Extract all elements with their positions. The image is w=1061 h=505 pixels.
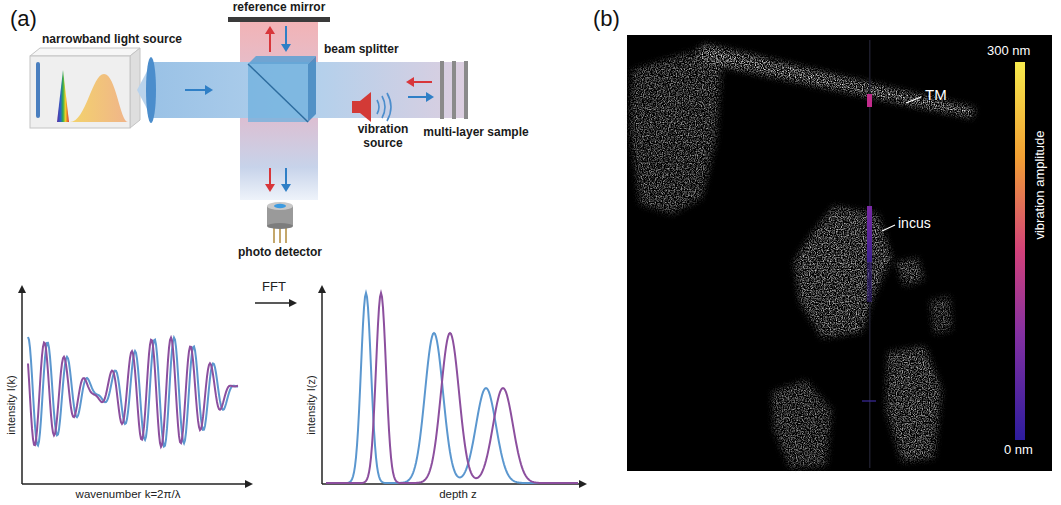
tissue-speckle-part — [696, 44, 975, 118]
fft-label: FFT — [262, 280, 286, 295]
light-beam — [137, 22, 468, 200]
speaker-icon — [352, 92, 391, 122]
component-label: vibration source — [348, 123, 418, 151]
leader-line-part — [882, 225, 895, 231]
panel-letter: (a) — [10, 6, 37, 31]
tissue-speckle-part — [896, 258, 924, 286]
axis-label: intensity I(k) — [5, 375, 18, 434]
oct-image — [627, 35, 1052, 471]
light-source — [30, 48, 140, 128]
direction-arrow-part — [281, 44, 291, 52]
tissue-speckle-part — [886, 346, 942, 462]
vibration-trace-part — [862, 400, 876, 402]
direction-arrow-part — [269, 34, 271, 52]
photo-detector — [267, 202, 293, 243]
vibration-trace-part — [867, 262, 872, 302]
light-source-part — [70, 74, 128, 122]
direction-arrow-part — [269, 168, 271, 184]
depth-profile — [326, 293, 578, 483]
axis-label: wavenumber k=2π/λ — [76, 488, 181, 501]
graph-axis — [318, 285, 587, 488]
reference-mirror — [228, 17, 330, 22]
light-source-part — [30, 48, 140, 56]
beam-splitter-part — [248, 56, 316, 64]
light-source-part — [57, 70, 69, 122]
direction-arrow-part — [406, 77, 414, 87]
vibration-trace-part — [867, 206, 872, 262]
component-label: multi-layer sample — [423, 126, 528, 140]
direction-arrow-part — [265, 184, 275, 192]
speaker-icon-part — [387, 93, 391, 121]
tissue-speckle-part — [630, 52, 722, 214]
direction-arrow-part — [265, 26, 275, 34]
panel-letter: (b) — [593, 6, 620, 31]
sample-layer-part — [464, 61, 468, 119]
graph-axis-part — [22, 483, 246, 485]
tissue-speckle-part — [794, 206, 892, 338]
component-label: narrowband light source — [42, 33, 182, 47]
lens — [146, 57, 156, 123]
sample-layer-part — [452, 61, 456, 119]
graph-axis-part — [245, 480, 253, 488]
speaker-icon-part — [360, 92, 371, 122]
light-beam-part — [240, 118, 318, 200]
photo-detector-part — [267, 223, 293, 229]
fft-arrow — [255, 299, 297, 307]
component-label: beam splitter — [324, 43, 399, 57]
direction-arrow — [185, 26, 434, 192]
sample-layer-part — [440, 61, 444, 119]
direction-arrow-part — [426, 92, 434, 102]
light-source-part — [36, 62, 40, 118]
direction-arrow-part — [205, 85, 213, 95]
beam-splitter-part — [308, 56, 316, 122]
tissue-speckle — [630, 44, 975, 468]
axis-label: intensity I(z) — [305, 375, 318, 434]
vibration-trace — [862, 40, 876, 468]
direction-arrow-part — [414, 81, 432, 83]
direction-arrow-part — [285, 168, 287, 184]
leader-line-part — [906, 97, 921, 103]
direction-arrow-part — [281, 184, 291, 192]
direction-arrow-part — [408, 96, 426, 98]
graph-axis-part — [579, 480, 587, 488]
graph-axis-part — [18, 285, 26, 293]
photo-detector-part — [274, 204, 286, 208]
spectrum-curve — [28, 337, 238, 447]
beam-splitter-part — [248, 64, 308, 122]
tissue-speckle-part — [930, 296, 952, 334]
axis-label: depth z — [439, 488, 477, 501]
depth-profile — [326, 293, 578, 483]
photo-detector-part — [267, 202, 293, 210]
beam-splitter — [248, 56, 316, 122]
graph-axis-part — [21, 292, 23, 484]
colorbar-title: vibration amplitude — [1033, 130, 1048, 239]
graph-axis-part — [321, 292, 323, 484]
speaker-icon-part — [382, 96, 385, 118]
anatomy-label: incus — [898, 215, 931, 231]
speaker-icon-part — [377, 100, 379, 114]
direction-arrow-part — [285, 26, 287, 44]
fft-arrow-part — [289, 299, 297, 307]
colorbar-tick: 0 nm — [1004, 443, 1033, 458]
component-label: reference mirror — [233, 1, 326, 15]
leader-line — [882, 97, 921, 231]
fft-arrow-part — [255, 302, 290, 304]
color-bar — [1015, 62, 1025, 440]
speaker-icon-part — [352, 101, 360, 113]
component-label: photo detector — [238, 246, 322, 260]
light-source-part — [30, 56, 130, 128]
sample-layer — [440, 61, 468, 119]
tissue-speckle-part — [772, 380, 832, 468]
anatomy-label: TM — [925, 86, 947, 103]
beam-splitter-part — [248, 64, 308, 122]
direction-arrow-part — [185, 89, 205, 91]
colorbar-tick: 300 nm — [987, 44, 1030, 59]
graph-axis — [18, 285, 253, 488]
spectrum-curve — [28, 338, 238, 447]
graph-axis-part — [318, 285, 326, 293]
vibration-trace-part — [867, 94, 872, 107]
